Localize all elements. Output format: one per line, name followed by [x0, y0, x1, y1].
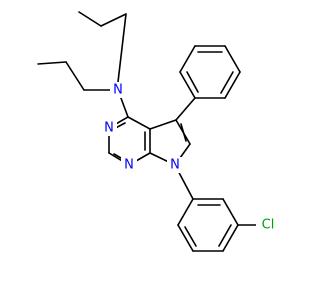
bond — [177, 198, 194, 226]
bond — [127, 116, 151, 130]
bond — [222, 224, 239, 252]
bond — [179, 71, 196, 99]
bond — [218, 224, 232, 247]
pyrrole-nitrogen-label: N — [170, 158, 180, 173]
bond — [222, 198, 239, 226]
bond — [177, 224, 194, 252]
atom-labels: N N N N Cl — [101, 82, 282, 234]
pyrimidine-n1-label: N — [124, 158, 134, 173]
bond — [184, 226, 197, 247]
bond — [78, 11, 102, 27]
bond — [175, 97, 196, 121]
pyrimidine-n3-label: N — [104, 121, 114, 136]
molecule-diagram: N N N N Cl — [37, 11, 282, 252]
bond — [149, 119, 177, 130]
bond — [224, 45, 241, 73]
bond — [180, 123, 187, 142]
bond — [100, 13, 127, 27]
bond — [65, 61, 85, 91]
bond — [186, 71, 199, 93]
bond — [220, 71, 234, 94]
bond — [179, 45, 196, 73]
bonds — [37, 11, 261, 252]
structure-canvas: N N N N Cl — [37, 11, 282, 252]
bond — [117, 13, 127, 83]
bond — [224, 71, 241, 99]
chlorine-label: Cl — [262, 218, 275, 233]
bond — [37, 61, 67, 65]
amine-nitrogen-label: N — [113, 83, 123, 98]
